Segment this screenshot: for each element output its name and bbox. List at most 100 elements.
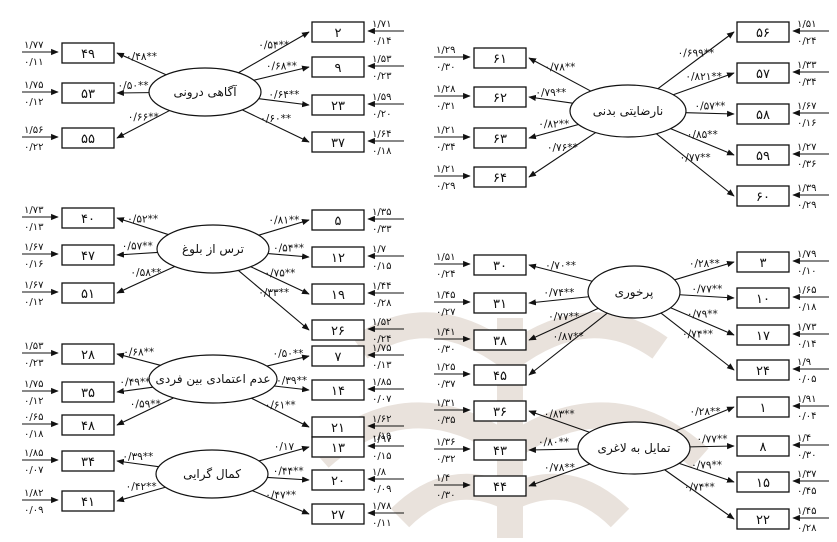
ritem-0-2-error-residual: ۰/۲۰ [372,109,391,120]
ritem-5-0-label: ۳ [760,256,767,271]
item-4-3-error-residual: ۰/۲۹ [436,181,455,192]
item-4-1-box [473,86,527,108]
ritem-3-0-error-residual: ۰/۱۵ [372,451,391,462]
ritem-1-1-loading-arrow [267,253,310,260]
ritem-2-2-label: ۲۱ [331,421,345,436]
item-1-1-label: ۴۷ [81,249,95,264]
item-6-0-error-variance: ۱/۳۱ [436,398,455,409]
item-1-1-error-residual: ۰/۱۶ [24,259,43,270]
item-6-2-loading-arrow [528,463,591,487]
ritem-0-1-loading-value: ۰/۶۸** [266,61,297,73]
ritem-1-2-loading-arrow [250,266,310,295]
ritem-5-1-error-residual: ۰/۱۸ [797,302,817,313]
item-1-1-loading-arrow [116,251,158,258]
item-1-1-box [61,244,115,266]
item-1-2-loading-value: ۰/۵۸** [130,267,161,279]
item-5-0-label: ۳۰ [493,259,507,274]
ritem-4-4-error-variance: ۱/۳۹ [797,183,816,194]
item-4-3-label: ۶۴ [493,171,507,186]
ritem-4-4-box [736,185,790,207]
item-5-2-loading-arrow [528,307,599,341]
ritem-0-0-loading-arrow [238,31,310,74]
item-1-1-error-variance: ۱/۶۷ [24,242,44,253]
item-4-1-loading-arrow [528,94,573,104]
item-4-3-error-variance: ۱/۲۱ [436,164,455,175]
item-1-2-box [61,282,115,304]
factor-name: نارضایتی بدنی [593,104,663,119]
item-4-2-error-variance: ۱/۲۱ [436,125,455,136]
ritem-2-1-loading-value: ۰/۳۹** [276,375,307,387]
item-6-1-loading-value: ۰/۸۰** [538,437,569,449]
ritem-3-2-error-variance: ۱/۷۸ [372,501,392,512]
ritem-0-3-error-residual: ۰/۱۸ [372,146,392,157]
ritem-4-2-error-residual: ۰/۱۶ [797,118,816,129]
item-5-2-label: ۳۸ [493,334,507,349]
ritem-1-2-box [311,283,365,305]
item-2-1-error-residual: ۰/۱۲ [24,396,43,407]
item-4-2-label: ۶۳ [493,132,507,147]
item-3-1-error-residual: ۰/۰۹ [24,505,43,516]
ritem-4-0-loading-value: ۰/۶۹۹** [678,47,715,59]
ritem-4-4-loading-arrow [655,133,735,197]
item-3-0-label: ۳۴ [81,455,95,470]
ritem-6-2-label: ۱۵ [756,476,770,491]
item-6-1-error-variance: ۱/۳۶ [436,437,455,448]
ritem-5-0-error-residual: ۰/۱۰ [797,266,816,277]
ritem-0-0-error-residual: ۰/۱۴ [372,36,391,47]
item-1-0-error-variance: ۱/۷۳ [24,205,44,216]
item-5-1-label: ۳۱ [493,297,507,312]
ritem-0-2-loading-value: ۰/۶۴** [268,89,299,101]
item-5-2-box [473,329,527,351]
ritem-6-1-loading-arrow [689,443,735,450]
ritem-6-0-label: ۱ [760,401,767,416]
item-2-0-label: ۲۸ [81,348,95,363]
ritem-1-2-error-residual: ۰/۲۸ [372,298,392,309]
item-3-1-label: ۴۱ [81,495,95,510]
item-5-0-box [473,254,527,276]
ritem-1-2-error-variance: ۱/۴۴ [372,281,391,292]
ritem-2-1-error-residual: ۰/۰۷ [372,394,392,405]
ritem-0-2-loading-arrow [258,98,310,108]
item-2-0-box [61,343,115,365]
factor-ellipse [577,421,691,475]
ritem-2-1-error-variance: ۱/۸۵ [372,377,391,388]
ritem-1-0-loading-arrow [258,219,310,236]
item-0-0-loading-value: ۰/۴۸** [126,51,157,63]
ritem-0-0-error-variance: ۱/۷۱ [372,19,391,30]
item-4-0-loading-arrow [528,57,592,92]
ritem-1-3-loading-value: ۰/۳۳** [258,287,289,299]
item-4-0-box [473,47,527,69]
item-6-0-loading-arrow [528,410,590,433]
item-5-3-loading-value: ۰/۸۷** [553,331,584,343]
ritem-5-1-error-variance: ۱/۶۵ [797,285,816,296]
ritem-4-0-box [736,21,790,43]
ritem-1-0-label: ۵ [335,214,342,229]
item-3-1-loading-value: ۰/۴۲** [126,481,157,493]
ritem-1-0-box [311,209,365,231]
ritem-1-1-box [311,246,365,268]
item-6-1-error-residual: ۰/۳۲ [436,454,455,465]
ritem-0-1-label: ۹ [335,61,342,76]
ritem-4-3-label: ۵۹ [756,149,770,164]
ritem-0-2-label: ۲۳ [331,99,345,114]
item-2-2-error-variance: ۰/۶۵ [24,412,43,423]
ritem-5-2-error-variance: ۱/۷۳ [797,322,817,333]
ritem-1-3-box [311,319,365,341]
ritem-6-3-loading-arrow [664,469,735,520]
ritem-4-2-error-variance: ۱/۶۷ [797,101,817,112]
item-1-0-error-residual: ۰/۱۳ [24,222,44,233]
item-6-2-box [473,475,527,497]
item-5-3-label: ۴۵ [493,369,507,384]
item-0-2-error-residual: ۰/۲۲ [24,142,43,153]
ritem-6-3-box [736,508,790,530]
ritem-6-2-error-residual: ۰/۴۵ [797,486,816,497]
ritem-5-0-box [736,251,790,273]
item-2-2-error-residual: ۰/۱۸ [24,429,44,440]
ritem-6-0-error-residual: ۰/۰۴ [797,411,816,422]
item-0-2-label: ۵۵ [81,132,95,147]
ritem-4-1-label: ۵۷ [756,67,770,82]
ritem-6-2-error-variance: ۱/۳۷ [797,469,817,480]
item-0-1-loading-value: ۰/۵۰** [118,80,149,92]
ritem-0-3-label: ۳۷ [331,136,345,151]
